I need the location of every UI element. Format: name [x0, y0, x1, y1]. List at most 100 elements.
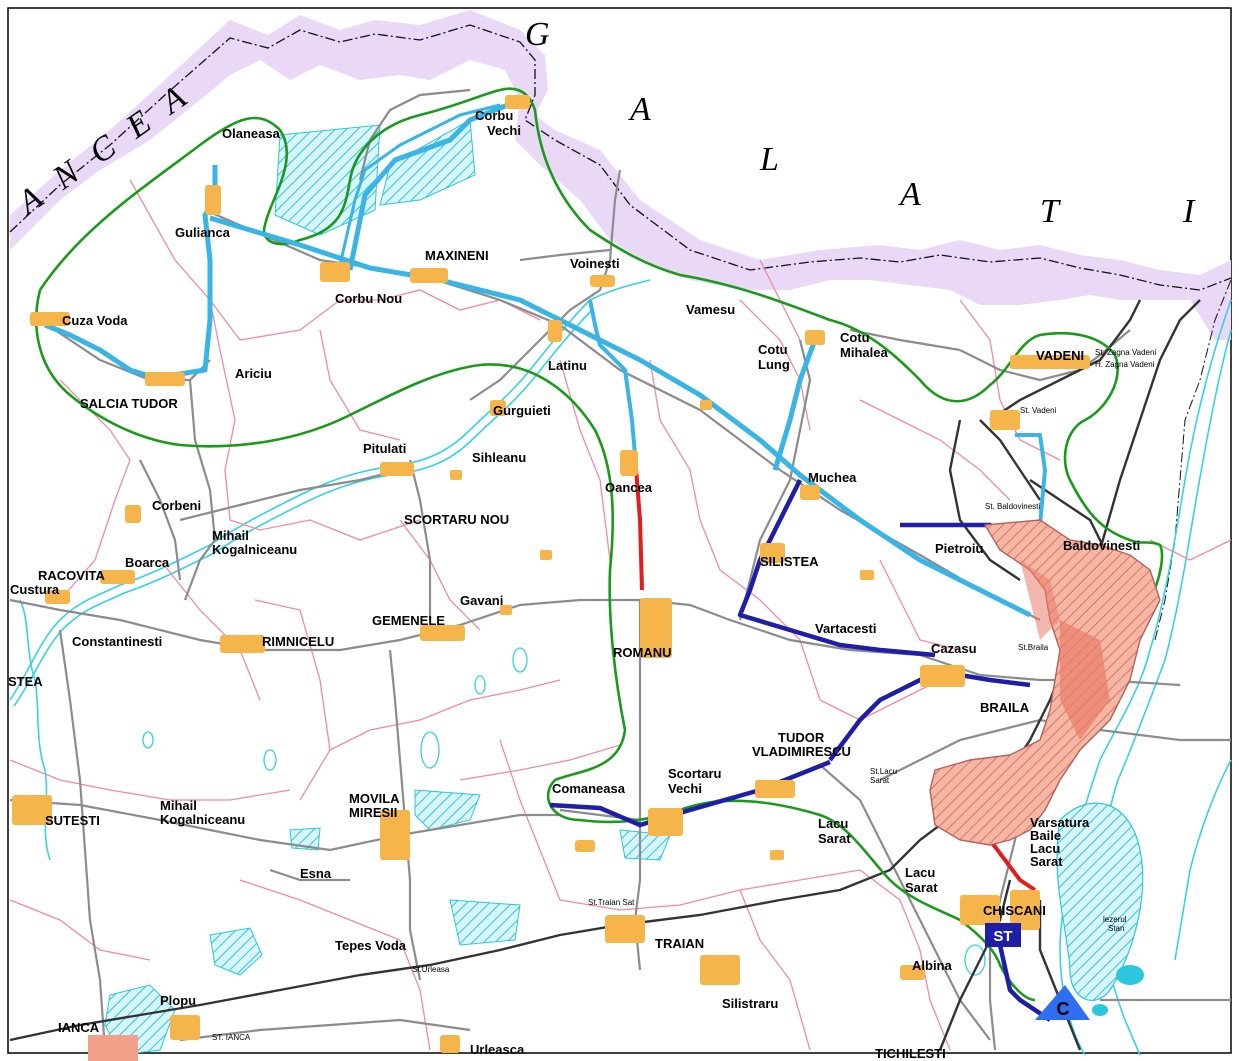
label-varsatura: Varsatura: [1030, 815, 1090, 830]
label-corbu-nou: Corbu Nou: [335, 291, 402, 306]
label-oancea: Oancea: [605, 480, 653, 495]
label-tudor-vladimirescu-1: TUDOR: [778, 730, 825, 745]
label-lake-stan-2: Stan: [1108, 924, 1124, 933]
label-corbu-vechi-2: Vechi: [487, 123, 521, 138]
label-cotu-lung-2: Lung: [758, 357, 790, 372]
county-letter-a2: A: [898, 176, 921, 213]
label-gulianca: Gulianca: [175, 225, 231, 240]
label-lacu-sarat-s-2: Sarat: [905, 880, 938, 895]
label-gavani: Gavani: [460, 593, 503, 608]
label-tichilesti: TICHILESTI: [875, 1046, 946, 1061]
label-maxineni: MAXINENI: [425, 248, 489, 263]
label-sihleanu: Sihleanu: [472, 450, 526, 465]
label-ariciu: Ariciu: [235, 366, 272, 381]
label-baile-lacu-sarat-1: Baile: [1030, 828, 1061, 843]
label-boarca: Boarca: [125, 555, 170, 570]
label-cuza-voda: Cuza Voda: [62, 313, 128, 328]
label-gurguieti: Gurguieti: [493, 403, 551, 418]
label-plopu: Plopu: [160, 993, 196, 1008]
st-marker-label: ST: [993, 928, 1012, 945]
label-mihail-kogalniceanu-n-1: Mihail: [212, 528, 249, 543]
station-labels: St. Zagna Vadeni H. Zagna Vadeni St. Vad…: [212, 348, 1156, 1042]
label-stea: STEA: [8, 674, 43, 689]
label-sutesti: SUTESTI: [45, 813, 100, 828]
label-vamesu: Vamesu: [686, 302, 735, 317]
label-lake-stan-1: lezerul: [1103, 915, 1127, 924]
label-cotu-mihalea-1: Cotu: [840, 330, 870, 345]
label-cotu-lung-1: Cotu: [758, 342, 788, 357]
county-letter-l: L: [759, 141, 779, 178]
label-pietroiu: Pietroiu: [935, 541, 983, 556]
label-st-traian-sat: St.Traian Sat: [588, 898, 635, 907]
label-baile-lacu-sarat-2: Lacu: [1030, 841, 1060, 856]
label-racovita: RACOVITA: [38, 568, 106, 583]
label-cazasu: Cazasu: [931, 641, 977, 656]
label-mihail-kogalniceanu-s-1: Mihail: [160, 798, 197, 813]
label-latinu: Latinu: [548, 358, 587, 373]
label-urleasca: Urleasca: [470, 1042, 525, 1057]
label-rimnicelu: RIMNICELU: [262, 634, 334, 649]
label-h-zagna-vadeni: H. Zagna Vadeni: [1095, 360, 1155, 369]
label-romanu: ROMANU: [613, 645, 672, 660]
label-comaneasa: Comaneasa: [552, 781, 626, 796]
label-traian: TRAIAN: [655, 936, 704, 951]
label-lacu-sarat-n-2: Sarat: [818, 831, 851, 846]
county-letter-i: I: [1182, 193, 1196, 230]
c-marker: [1035, 985, 1090, 1020]
station-symbols: ST C: [985, 923, 1090, 1020]
label-salcia-tudor: SALCIA TUDOR: [80, 396, 178, 411]
label-st-braila: St.Braila: [1018, 643, 1049, 652]
label-corbeni: Corbeni: [152, 498, 201, 513]
label-st-lacu-sarat-1: St.Lacu: [870, 767, 897, 776]
label-constantinesti: Constantinesti: [72, 634, 162, 649]
label-gemenele: GEMENELE: [372, 613, 445, 628]
c-marker-label: C: [1057, 999, 1070, 1019]
label-st-zagna-vadeni: St. Zagna Vadeni: [1095, 348, 1156, 357]
ianca-area: [88, 1035, 138, 1061]
label-olaneasa: Olaneasa: [222, 126, 281, 141]
label-cotu-mihalea-2: Mihalea: [840, 345, 888, 360]
label-st-vadeni: St. Vadeni: [1020, 406, 1057, 415]
label-baldovinesti: Baldovinesti: [1063, 538, 1140, 553]
label-tudor-vladimirescu-2: VLADIMIRESCU: [752, 744, 851, 759]
label-movila-miresii-1: MOVILA: [349, 791, 400, 806]
label-lacu-sarat-s-1: Lacu: [905, 865, 935, 880]
label-scortaru-nou: SCORTARU NOU: [404, 512, 509, 527]
label-ianca: IANCA: [58, 1020, 100, 1035]
label-tepes-voda: Tepes Voda: [335, 938, 407, 953]
protection-boundary: [34, 87, 1164, 1002]
label-custura: Custura: [10, 582, 60, 597]
county-letter-a1: A: [628, 91, 651, 128]
label-chiscani: CHISCANI: [983, 903, 1046, 918]
label-muchea: Muchea: [808, 470, 857, 485]
label-vadeni: VADENI: [1036, 348, 1084, 363]
label-scortaru-vechi-2: Vechi: [668, 781, 702, 796]
label-st-urleasa: St.Urleasa: [412, 965, 450, 974]
locality-areas: [12, 95, 1090, 1053]
braila-city: [929, 519, 1161, 846]
label-pitulati: Pitulati: [363, 441, 406, 456]
st-marker: [985, 923, 1021, 947]
label-st-ianca: ST. IANCA: [212, 1033, 251, 1042]
county-letter-g: G: [525, 16, 550, 53]
label-esna: Esna: [300, 866, 332, 881]
label-voinesti: Voinesti: [570, 256, 620, 271]
label-movila-miresii-2: MIRESII: [349, 805, 397, 820]
label-st-baldovinesti: St. Baldovinesti: [985, 502, 1040, 511]
county-letter-t: T: [1040, 193, 1061, 230]
label-braila: BRAILA: [980, 700, 1030, 715]
